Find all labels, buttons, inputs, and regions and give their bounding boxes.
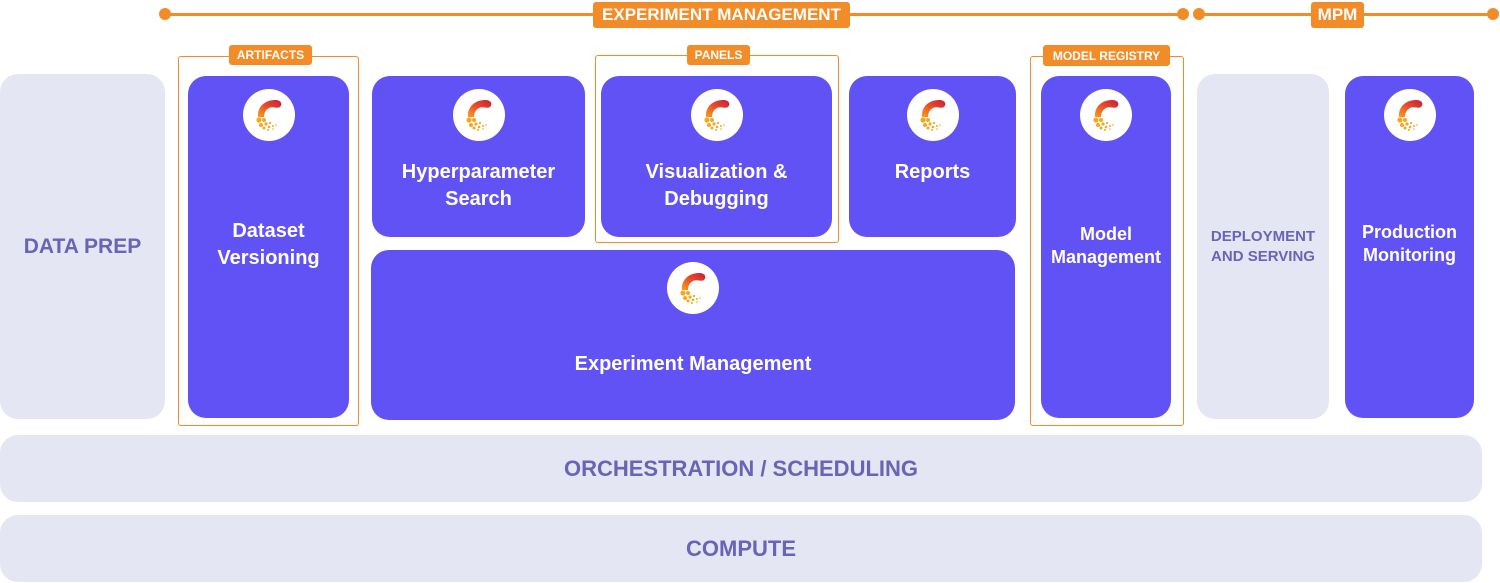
data-prep-block: DATA PREP	[0, 74, 165, 419]
deployment-serving-block: DEPLOYMENT AND SERVING	[1197, 74, 1329, 419]
dataset-versioning-card: Dataset Versioning	[188, 76, 349, 418]
mpm-end-dot	[1487, 8, 1499, 20]
product-logo-icon	[452, 89, 505, 141]
product-logo-icon	[667, 262, 719, 314]
experiment-management-header-tag: EXPERIMENT MANAGEMENT	[593, 2, 850, 28]
product-logo-icon	[906, 89, 959, 141]
visualization-debugging-label: Visualization & Debugging	[645, 161, 788, 210]
bracket-end-dot	[1177, 8, 1189, 20]
reports-card: Reports	[849, 76, 1016, 237]
orchestration-label: ORCHESTRATION / SCHEDULING	[563, 455, 919, 481]
model-management-card: Model Management	[1041, 76, 1171, 418]
product-logo-icon	[1080, 89, 1132, 141]
mpm-start-dot	[1193, 8, 1205, 20]
hyperparameter-search-label: Hyperparameter Search	[401, 161, 556, 210]
product-logo-icon	[1383, 89, 1436, 141]
orchestration-layer: ORCHESTRATION / SCHEDULING	[0, 435, 1482, 502]
production-monitoring-label: Production Monitoring	[1362, 222, 1457, 265]
product-logo-icon	[690, 89, 743, 141]
product-logo-icon	[242, 89, 295, 141]
reports-label: Reports	[894, 161, 971, 183]
mpm-header-tag: MPM	[1311, 2, 1364, 28]
data-prep-label: DATA PREP	[23, 234, 142, 258]
dataset-versioning-label: Dataset Versioning	[217, 220, 320, 269]
bracket-start-dot	[159, 8, 171, 20]
compute-layer: COMPUTE	[0, 515, 1482, 582]
hyperparameter-search-card: Hyperparameter Search	[372, 76, 585, 237]
compute-label: COMPUTE	[686, 535, 796, 561]
panels-tag: PANELS	[687, 45, 750, 65]
artifacts-tag: ARTIFACTS	[229, 45, 312, 65]
production-monitoring-card: Production Monitoring	[1345, 76, 1474, 418]
model-registry-tag: MODEL REGISTRY	[1043, 45, 1170, 66]
visualization-debugging-card: Visualization & Debugging	[601, 76, 832, 237]
experiment-management-card: Experiment Management	[371, 250, 1015, 420]
deployment-serving-label: DEPLOYMENT AND SERVING	[1210, 227, 1316, 265]
experiment-management-label: Experiment Management	[574, 353, 812, 375]
model-management-label: Model Management	[1050, 224, 1162, 267]
